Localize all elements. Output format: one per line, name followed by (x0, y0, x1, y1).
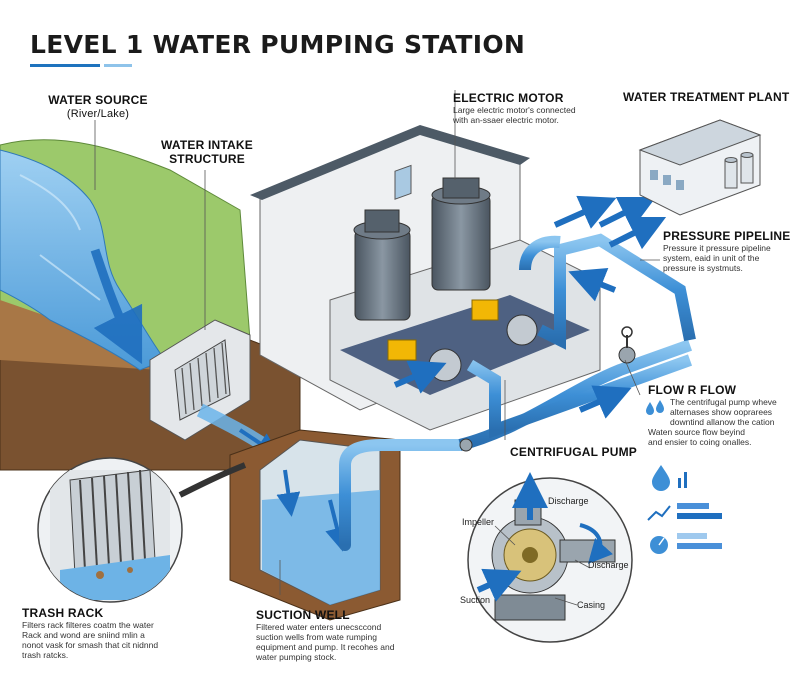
intake-structure (149, 319, 290, 466)
legend-bars (677, 503, 722, 549)
water-source-sub: (River/Lake) (66, 108, 130, 120)
centrifugal-pump-label: CENTRIFUGAL PUMP (510, 445, 637, 459)
suction-desc-3: equipment and pump. It recohes and (256, 642, 395, 652)
flow-desc-2: alternases show ooprarees (670, 407, 773, 417)
flow-desc-3: downtind allanow the cation (670, 417, 775, 427)
casing-label: Casing (577, 600, 606, 610)
impeller-label: Impeller (462, 517, 495, 527)
suction-well-label: SUCTION WELL Filtered water enters unecs… (256, 608, 446, 662)
pipeline-desc-3: pressure is systmuts. (663, 263, 743, 273)
flow-arrows (393, 195, 667, 419)
trash-desc-4: trash ratcks. (22, 650, 69, 660)
intake-line2: STRUCTURE (169, 152, 245, 166)
motor-heading: ELECTRIC MOTOR (453, 91, 564, 105)
suction-well-heading: SUCTION WELL (256, 608, 350, 622)
pipeline-desc-1: Pressure it pressure pipeline (663, 243, 771, 253)
pipeline-heading: PRESSURE PIPELINE (663, 229, 791, 243)
trash-rack-detail (37, 457, 247, 603)
pipeline-label: PRESSURE PIPELINE Pressure it pressure p… (663, 229, 793, 273)
motor-desc-1: Large electric motor's connected (453, 105, 576, 115)
trash-rack-label: TRASH RACK Filters rack filteres coatm t… (22, 606, 222, 660)
motor-desc-2: with an-ssaer electric motor. (453, 115, 559, 125)
trend-line-icon (647, 505, 671, 521)
river (0, 149, 166, 371)
suction-desc-4: water pumping stock. (256, 652, 337, 662)
suction-desc-1: Filtered water enters unecsccond (256, 622, 382, 632)
trash-desc-2: Rack and wond are sniind mlin a (22, 630, 145, 640)
flow-desc-1: The centrifugal pump wheve (670, 397, 777, 407)
water-source-heading: WATER SOURCE (48, 93, 148, 107)
pump-house (250, 125, 601, 431)
flow-desc-4: Waten source flow beyind (648, 427, 746, 437)
title-underline (30, 64, 100, 67)
discharge-top-label: Discharge (548, 496, 589, 506)
flow-label: FLOW R FLOW The centrifugal pump wheve a… (648, 383, 793, 447)
suction-desc-2: suction wells from wate rumping (256, 632, 377, 642)
flow-heading: FLOW R FLOW (648, 383, 737, 397)
trash-desc-3: nonot vask for smash that cit nidnnd (22, 640, 159, 650)
flow-desc-block: The centrifugal pump wheve alternases sh… (648, 397, 793, 427)
title-underline-accent (104, 64, 132, 67)
flow-icon-small (646, 400, 664, 415)
suction-pipe (339, 439, 466, 551)
treatment-plant-label: WATER TREATMENT PLANT (623, 90, 790, 104)
page-title: LEVEL 1 WATER PUMPING STATION (30, 30, 526, 59)
pipeline-desc-2: system, eaid in unit of the (663, 253, 760, 263)
electric-motors (353, 177, 538, 382)
bar-chart-icon (678, 472, 687, 488)
intake-label: WATER INTAKE STRUCTURE (152, 138, 262, 166)
motor-label: ELECTRIC MOTOR Large electric motor's co… (453, 91, 653, 125)
suction-well (229, 429, 401, 621)
centrifugal-pump-detail (467, 472, 633, 643)
discharge-side-label: Discharge (588, 560, 629, 570)
leader-lines (94, 90, 660, 595)
gauge-icon (650, 536, 668, 554)
flow-desc-5: and ensier to coing onalles. (648, 437, 752, 447)
water-source-label: WATER SOURCE (River/Lake) (48, 93, 148, 121)
trash-desc-1: Filters rack filteres coatm the water (22, 620, 154, 630)
suction-label: Suction (460, 595, 491, 605)
droplet-icon (652, 465, 670, 491)
valves (459, 326, 636, 452)
trash-rack-heading: TRASH RACK (22, 606, 104, 620)
intake-line1: WATER INTAKE (161, 138, 253, 152)
treatment-plant (638, 119, 762, 216)
